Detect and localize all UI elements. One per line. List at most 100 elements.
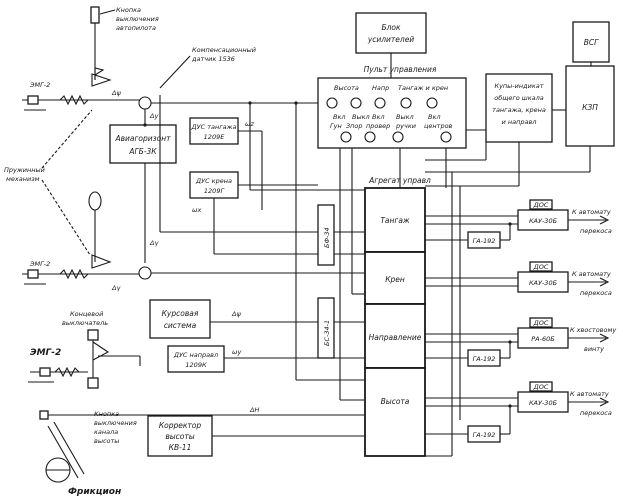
svg-text:К автомату: К автомату: [572, 208, 611, 216]
svg-text:выключатель: выключатель: [62, 319, 108, 327]
altitude-knob[interactable]: [326, 97, 338, 109]
svg-text:Вкл: Вкл: [333, 113, 346, 121]
delta-gamma-1: Δγ: [149, 239, 159, 247]
svg-text:Вкл: Вкл: [428, 113, 441, 121]
omega-x: ωx: [192, 206, 201, 214]
vsg-block: ВСГ: [572, 21, 610, 63]
control-panel-label: Пульт управления: [364, 65, 437, 74]
svg-text:БС-34-1: БС-34-1: [323, 320, 331, 346]
svg-text:высоты: высоты: [94, 437, 119, 445]
delta-y: Δy: [149, 112, 158, 120]
svg-text:Тангаж и крен: Тангаж и крен: [398, 84, 448, 92]
svg-text:ДОС: ДОС: [533, 263, 549, 271]
trim-knob[interactable]: [426, 97, 438, 109]
svg-text:1209Е: 1209Е: [204, 133, 226, 141]
amplifier-label-2: усилителей: [367, 35, 414, 44]
dus-direction-block: ДУС направл 1209К: [167, 345, 225, 373]
svg-text:Гун: Гун: [330, 122, 342, 130]
indicator-block: Купы-индикат общего шкала тангажа, крена…: [485, 73, 553, 143]
comp-sensor-bottom: [138, 266, 152, 280]
svg-text:Высота: Высота: [334, 84, 359, 92]
switch-3[interactable]: [392, 131, 404, 143]
svg-text:выключения: выключения: [94, 419, 137, 427]
svg-text:датчик 1536: датчик 1536: [191, 55, 235, 63]
svg-text:К автомату: К автомату: [570, 390, 609, 398]
svg-text:канала: канала: [94, 428, 118, 436]
amplifier-block: Блок усилителей: [355, 12, 427, 54]
altitude-button: Кнопка выключения канала высоты: [39, 410, 137, 479]
switch-2[interactable]: [364, 131, 376, 143]
switch-1[interactable]: [340, 131, 352, 143]
switch-4[interactable]: [440, 131, 452, 143]
kzp-block: КЗП: [565, 65, 615, 147]
indicator-label-3: тангажа, крена: [492, 106, 546, 114]
svg-text:ручки: ручки: [395, 122, 416, 130]
svg-text:РА-60Б: РА-60Б: [531, 335, 555, 343]
course-system-block: Курсовая система: [149, 299, 211, 339]
svg-text:Курсовая: Курсовая: [162, 309, 199, 318]
roll-knob[interactable]: [400, 97, 412, 109]
control-stick: [88, 191, 102, 211]
indicator-label-1: Купы-индикат: [494, 82, 543, 90]
svg-text:ДУС тангажа: ДУС тангажа: [191, 123, 237, 131]
bs34-block: БС-34-1: [317, 297, 335, 359]
control-panel: Пульт управления Высота Напр Тангаж и кр…: [317, 65, 467, 149]
svg-text:Вкл: Вкл: [372, 113, 385, 121]
svg-text:перекоса: перекоса: [580, 289, 612, 297]
bf34-block: БФ-34: [317, 204, 335, 266]
delta-psi-2: Δψ: [231, 310, 241, 318]
svg-text:перекоса: перекоса: [580, 227, 612, 235]
svg-text:КВ-11: КВ-11: [169, 443, 192, 452]
svg-text:К автомату: К автомату: [572, 270, 611, 278]
emg-label-1: ЭМГ-2: [29, 81, 50, 89]
svg-text:высоты: высоты: [165, 432, 194, 441]
svg-text:КАУ-30Б: КАУ-30Б: [529, 399, 558, 407]
channel-pitch: Тангаж: [380, 216, 410, 225]
pitch-output: КАУ-30Б ДОС К автомату перекоса: [425, 199, 612, 235]
autopilot-button: Кнопка выключения автопилота: [90, 6, 159, 80]
pitch-knob[interactable]: [374, 97, 386, 109]
svg-text:ГА-192: ГА-192: [473, 355, 496, 363]
ga-3: ГА-192: [467, 425, 501, 443]
altitude-corrector-block: Корректор высоты КВ-11: [147, 415, 213, 457]
svg-text:Кнопка: Кнопка: [94, 410, 119, 418]
end-switches: Концевой выключатель: [62, 310, 110, 389]
emg-label-2: ЭМГ-2: [29, 260, 50, 268]
svg-text:1209Г: 1209Г: [204, 187, 226, 195]
svg-text:винту: винту: [584, 345, 604, 353]
svg-text:Кнопка: Кнопка: [116, 6, 141, 14]
svg-text:АГБ-3К: АГБ-3К: [128, 147, 157, 156]
amplifier-label-1: Блок: [381, 23, 401, 32]
svg-text:система: система: [164, 321, 197, 330]
svg-text:механизм: механизм: [6, 175, 40, 183]
svg-text:ДОС: ДОС: [533, 319, 549, 327]
svg-text:центров: центров: [424, 122, 453, 130]
svg-text:ДУС крена: ДУС крена: [195, 177, 232, 185]
dus-roll-block: ДУС крена 1209Г: [189, 171, 239, 199]
svg-text:перекоса: перекоса: [580, 409, 612, 417]
svg-text:КАУ-30Б: КАУ-30Б: [529, 217, 558, 225]
kzp-label: КЗП: [582, 103, 598, 112]
comp-sensor-label: Компенсационный датчик 1536: [159, 46, 256, 89]
svg-text:Авиагоризонт: Авиагоризонт: [114, 134, 171, 143]
control-unit: Агрегат управл Тангаж Крен Направление В…: [364, 176, 431, 457]
svg-text:ДУС направл: ДУС направл: [173, 351, 218, 359]
svg-text:ГА-192: ГА-192: [473, 431, 496, 439]
svg-text:Пружинный: Пружинный: [4, 166, 45, 174]
altitude-output: КАУ-30Б ДОС К автомату перекоса: [425, 381, 612, 417]
svg-text:Компенсационный: Компенсационный: [192, 46, 256, 54]
heading-knob[interactable]: [350, 97, 362, 109]
svg-text:КАУ-30Б: КАУ-30Б: [529, 279, 558, 287]
svg-text:БФ-34: БФ-34: [323, 227, 331, 248]
ga-1: ГА-192: [467, 231, 501, 249]
svg-text:провер: провер: [366, 122, 390, 130]
channel-direction: Направление: [369, 333, 422, 342]
horizon-block: Авиагоризонт АГБ-3К: [109, 124, 177, 164]
svg-text:ГА-192: ГА-192: [473, 237, 496, 245]
channel-altitude: Высота: [381, 397, 410, 406]
svg-text:Зпор: Зпор: [346, 122, 363, 130]
svg-text:Корректор: Корректор: [159, 421, 202, 430]
delta-gamma-2: Δγ: [111, 284, 121, 292]
indicator-label-2: общего шкала: [494, 94, 544, 102]
